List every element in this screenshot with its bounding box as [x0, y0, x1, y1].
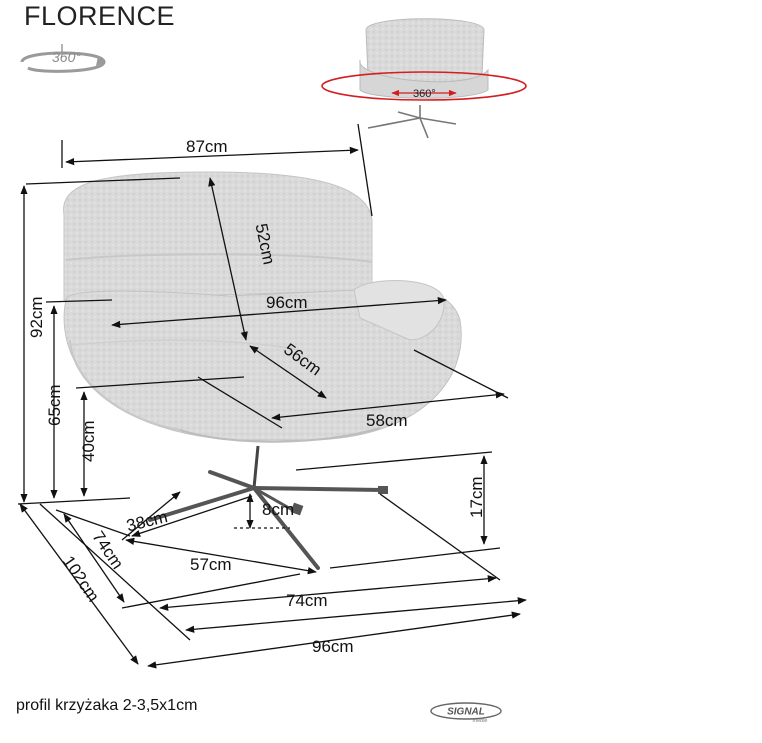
dim-total-depth: 102cm [59, 552, 103, 605]
dim-seat-height: 40cm [79, 420, 98, 462]
dim-seat-width: 58cm [366, 411, 408, 430]
brand-logo-name: SIGNAL [447, 707, 485, 718]
dim-width-total: 96cm [312, 637, 354, 656]
brand-logo: SIGNAL meble [430, 701, 502, 724]
dimension-lines [17, 123, 527, 669]
dim-width-base: 74cm [286, 591, 328, 610]
rotation-ring [321, 71, 527, 101]
dim-width-top: 87cm [186, 137, 228, 156]
rotation-thumbnail-label: 360° [413, 88, 436, 100]
dim-arm-width: 96cm [266, 293, 308, 312]
dim-total-height: 92cm [27, 296, 46, 338]
rotation-360-icon: 360° [20, 44, 106, 73]
brand-logo-sub: meble [473, 718, 488, 723]
product-title: FLORENCE [24, 1, 175, 31]
dim-base-height: 17cm [467, 476, 486, 518]
frame-profile-caption: profil krzyżaka 2-3,5x1cm [16, 697, 198, 714]
dim-armrest-height: 65cm [45, 384, 64, 426]
dim-base-depth: 74cm [88, 528, 127, 573]
rotation-thumbnail: 360° [321, 18, 527, 139]
dim-base-span: 57cm [190, 555, 232, 574]
rotation-badge-label: 360° [52, 49, 81, 65]
dim-leg-height: 8cm [262, 500, 294, 519]
